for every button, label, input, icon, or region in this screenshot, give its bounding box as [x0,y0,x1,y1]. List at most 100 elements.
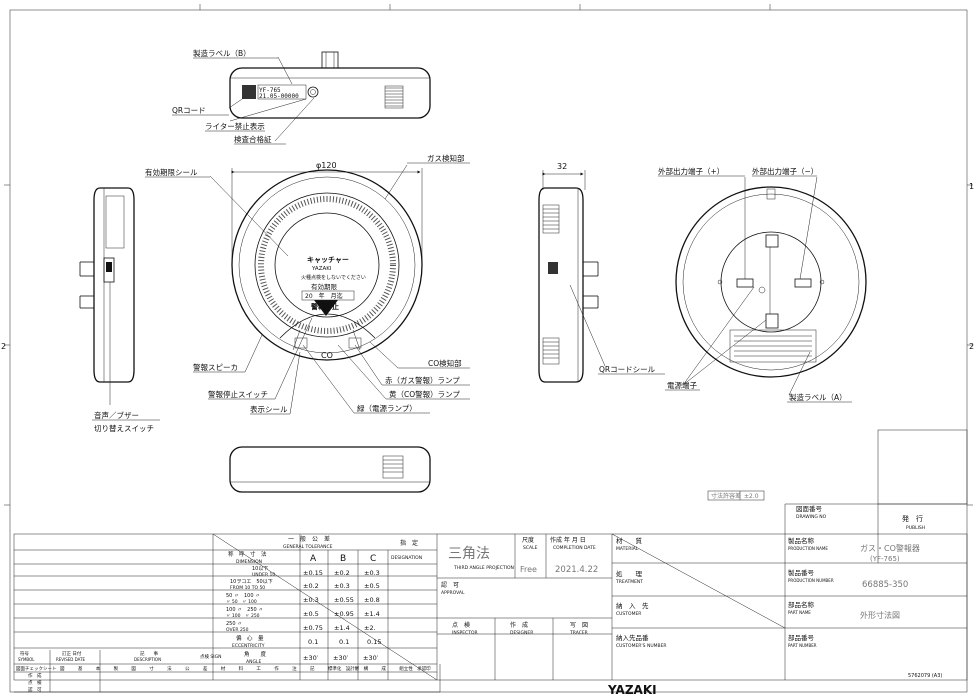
svg-text:〃 50 〃 100: 〃 50 〃 100 [226,599,257,605]
svg-text:OVER 250: OVER 250 [226,627,249,633]
tb-projection-en: THIRD ANGLE PROJECTION [453,565,514,571]
svg-text:±30′: ±30′ [333,654,349,662]
tb-date-en: COMPLETION DATE [553,545,596,551]
left-side-view [79,187,135,405]
tb-code: 5762079 (A3) [908,673,942,679]
tb-product-no-en: PRODUCTION NUMBER [788,578,834,583]
check-item: 工 [256,666,261,672]
check-item: 作 [274,665,279,672]
svg-text:偏 心 量: 偏 心 量 [236,634,264,642]
svg-text:0.15: 0.15 [367,638,381,646]
tb-customer-no-en: CUSTOMER'S NUMBER [616,643,667,649]
border-mark-right-2: 2 [969,342,974,351]
label-ext-out-minus: 外部出力端子（−） [752,166,818,176]
label-voice-buzzer-2: 切り替えスイッチ [94,423,154,433]
label-co-detector: CO検知部 [428,358,462,368]
check-item: 寸 [149,665,154,672]
tb-product-name: ガス・CO警報器 [860,543,920,553]
tb-tracer-en: TRACER [569,630,588,636]
tb-inspector-en: INSPECTOR [452,630,478,636]
tol-row: 250 〃 OVER 250 ±0.75 ±1.4 ±2. [226,621,376,633]
tol-row: 10以下 UNDER 10 ±0.15 ±0.2 ±0.3 [252,566,380,578]
check-item: 差 [203,665,208,672]
tb-product-name-label: 製品名称 [788,536,815,545]
rev-symbol: 符号 [20,650,29,657]
svg-text:±1.4: ±1.4 [364,610,380,618]
rev-row-approve: 認 可 [28,686,42,693]
rev-row-create: 作 成 [28,672,42,679]
outer-frame [9,9,968,693]
svg-text:ANGLE: ANGLE [246,659,261,665]
label-alarm-stop-switch: 警報停止スイッチ [208,389,268,399]
svg-text:10ヲコエ 50以下: 10ヲコエ 50以下 [230,579,273,585]
svg-text:±30′: ±30′ [303,654,319,662]
tb-part-name: 外形寸法図 [860,610,900,620]
svg-text:0.1: 0.1 [308,638,318,646]
tb-drawing-no-label: 図面番号 [796,505,823,513]
label-qr-code: QRコード [172,106,206,115]
tb-customer-en: CUSTOMER [616,611,641,617]
tb-customer-no: 納入先品番 [616,633,649,642]
svg-text:〃 100 〃 250: 〃 100 〃 250 [226,613,260,619]
rev-row-inspect: 点 検 [28,679,42,686]
check-item: 記 [310,665,315,672]
check-item: 標準化 [328,665,342,672]
svg-text:ECCENTRICITY: ECCENTRICITY [232,643,265,649]
check-item: 成 [381,665,386,672]
svg-text:±0.95: ±0.95 [334,610,354,618]
check-item: 図 [60,666,65,672]
tb-scale-value: Free [520,565,537,574]
tol-row: 偏 心 量 ECCENTRICITY 0.1 0.1 0.15 [232,634,381,649]
tb-tracer: 写 図 [570,622,588,629]
rev-date: 訂正 日付 [62,650,82,657]
label-gas-detector: ガス検知部 [427,153,465,163]
label-inspection-pass: 検査合格証 [234,134,272,144]
rev-symbol-en: SYMBOL [18,657,35,662]
check-item: 製 [114,665,119,672]
tb-date-label: 作成 年 月 日 [550,536,586,544]
tb-publish: 発 行 [902,514,923,523]
svg-text:±1.4: ±1.4 [334,624,350,632]
check-item: 図 [131,666,136,672]
svg-text:±2.: ±2. [364,624,376,632]
svg-text:250 〃: 250 〃 [226,621,242,627]
tb-part-name-label: 部品名称 [788,600,815,609]
svg-text:±0.3: ±0.3 [364,569,380,577]
border-mark-right-1: 1 [969,182,974,191]
check-item: 承認印 [417,665,431,672]
tb-designer-en: DESIGNER [510,630,533,636]
tol-class-b: B [340,554,346,564]
svg-text:角 度: 角 度 [244,650,267,658]
label-qr-seal: QRコードシール [599,365,656,374]
svg-text:0.1: 0.1 [339,638,349,646]
svg-text:±0.8: ±0.8 [364,596,380,604]
bottom-view [229,446,431,493]
top-qr-code [242,85,256,99]
title-block-lines [13,429,968,693]
tb-projection: 三角法 [448,546,490,562]
tb-part-no-en: PART NUMBER [788,643,817,648]
tb-material: 材 質 [616,536,643,545]
check-item: 公 [185,667,190,672]
front-maker: YAZAKI [311,266,332,272]
tb-approval: 認 可 [441,581,459,589]
tb-treatment-en: TREATMENT [615,579,643,585]
label-ext-out-plus: 外部出力端子（+） [658,166,724,176]
dim-depth: 32 [557,162,567,171]
front-stop: 警報停止 [311,302,339,311]
svg-text:±0.3: ±0.3 [334,582,350,590]
tol-row: 50 〃 100 〃 〃 50 〃 100 ±0.3 ±0.55 ±0.8 [226,593,380,605]
svg-text:100 〃 250 〃: 100 〃 250 〃 [226,607,263,613]
tol-dim-label-en: DIMENSION [236,559,262,565]
svg-text:YF-765: YF-765 [259,87,281,94]
tol-dim-label: 称 呼 寸 法 [228,550,267,558]
tb-product-model: (YF-765) [870,555,900,563]
svg-text:21.05-00000: 21.05-00000 [259,93,299,100]
right-side-view [538,170,606,383]
front-view: CO [231,168,423,361]
label-yellow-lamp: 黄（CO警報）ランプ [389,389,460,399]
check-item: 設計審 [346,665,360,672]
tb-treatment: 処 理 [616,569,643,578]
check-item: 法 [167,665,172,672]
